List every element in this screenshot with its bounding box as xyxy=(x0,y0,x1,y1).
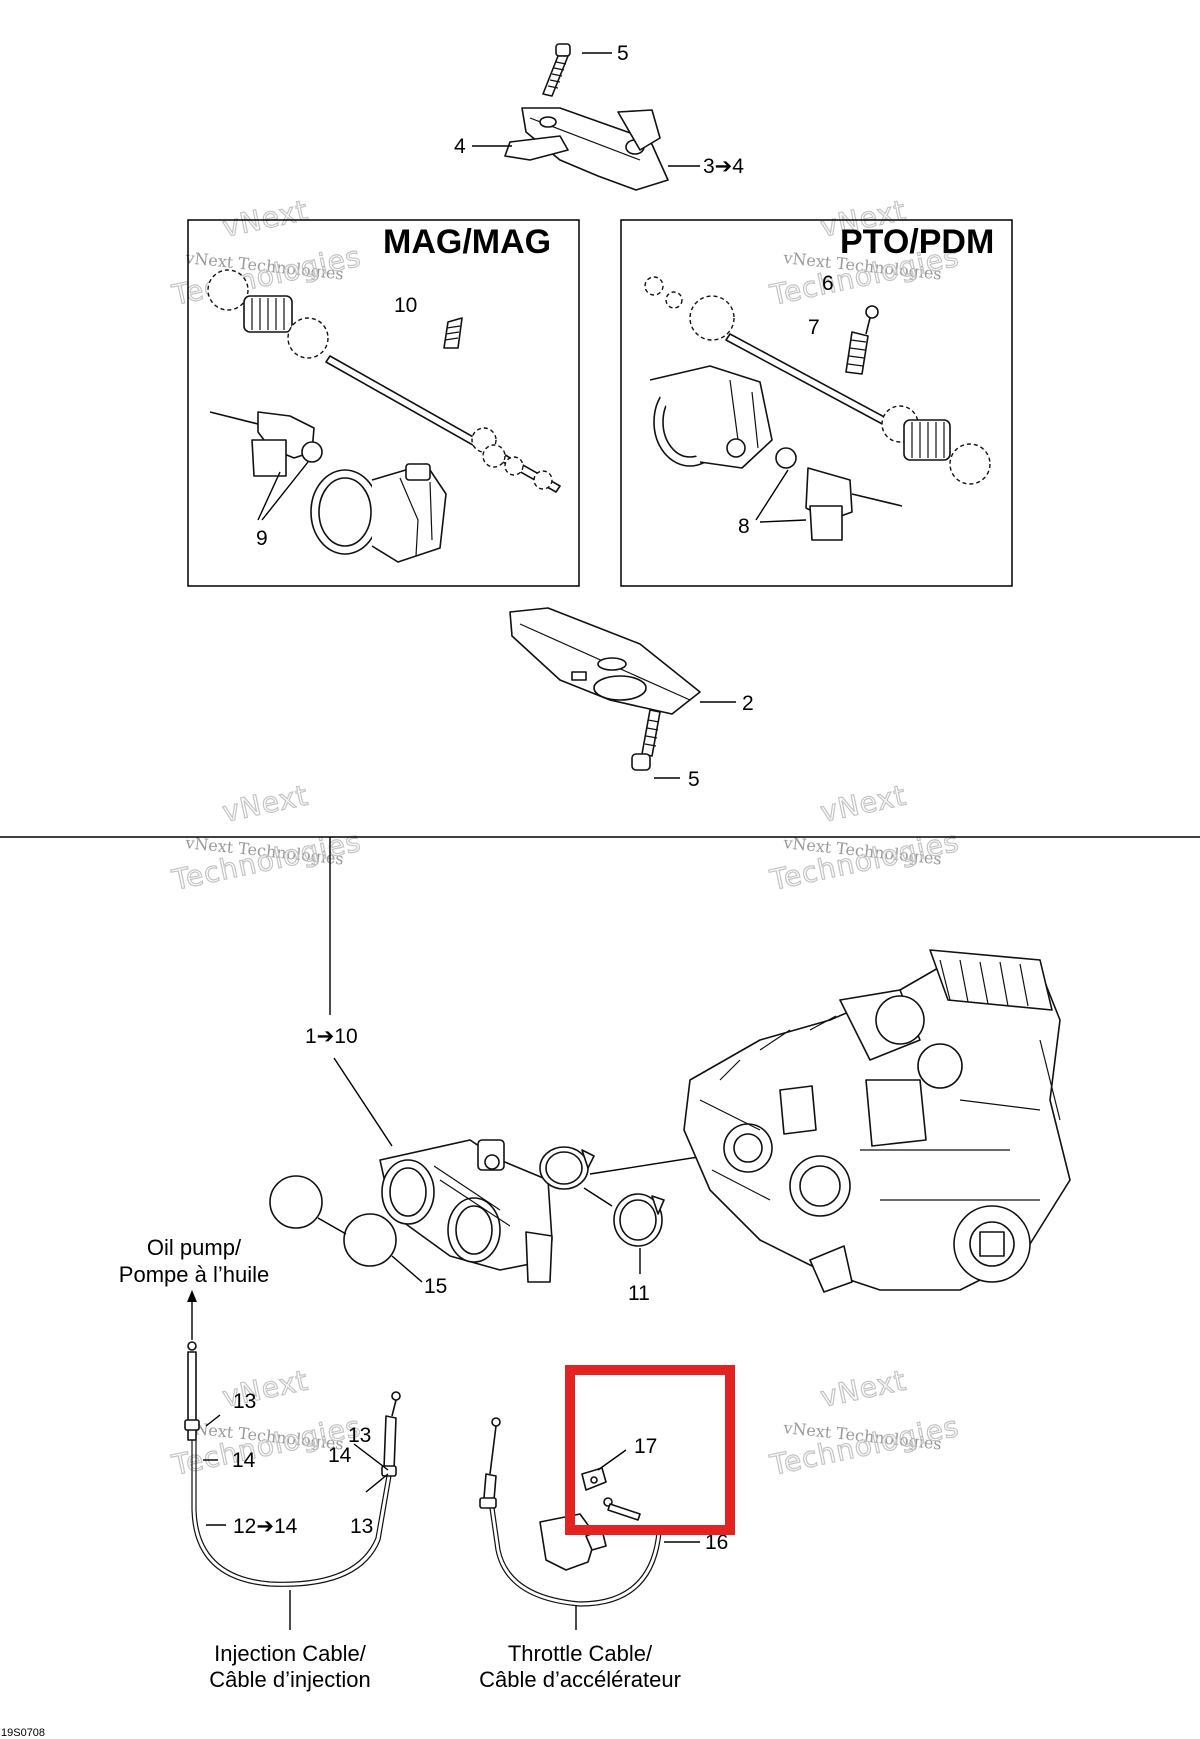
callout-11: 11 xyxy=(628,1282,650,1305)
washer-part xyxy=(533,470,553,490)
washer-part xyxy=(504,456,524,476)
bracket-hole xyxy=(593,675,647,701)
bolt-icon xyxy=(631,709,661,771)
leader-line xyxy=(353,1443,389,1471)
callout-17: 17 xyxy=(634,1435,657,1458)
clamp-icon xyxy=(539,1146,595,1190)
injection-cable xyxy=(184,1341,401,1587)
arrow-up-icon xyxy=(187,1290,197,1302)
sensor-icon xyxy=(775,447,903,541)
callout-9: 9 xyxy=(256,527,268,550)
bracket-tab xyxy=(571,671,587,681)
oil-pump-caption-line2: Pompe à l’huile xyxy=(119,1262,269,1287)
leader-line xyxy=(257,471,281,521)
seal-part xyxy=(343,1213,397,1267)
watermark-group: vNext vNext Technologies Technologies vN… xyxy=(168,193,963,1483)
callout-13-c: 13 xyxy=(350,1515,373,1538)
highlight-box xyxy=(565,1365,735,1535)
pto-panel-title: PTO/PDM xyxy=(840,223,994,261)
watermark: vNext vNext Technologies Technologies xyxy=(168,778,365,898)
clip-part xyxy=(504,135,569,161)
callout-12-to-14: 12➔14 xyxy=(233,1515,298,1538)
leader-line xyxy=(333,1057,393,1147)
leader-line xyxy=(759,519,807,523)
washer-part xyxy=(482,444,506,468)
callout-10: 10 xyxy=(394,294,417,317)
injection-cable-caption-line1: Injection Cable/ xyxy=(214,1641,367,1666)
callout-14-b: 14 xyxy=(328,1444,352,1467)
gear-part xyxy=(287,317,329,359)
gear-part xyxy=(207,269,249,311)
throttle-cable-caption-line2: Câble d’accélérateur xyxy=(479,1667,681,1692)
spring-part xyxy=(903,419,951,461)
watermark: vNext vNext Technologies Technologies xyxy=(766,778,963,898)
callout-1-to-10: 1➔10 xyxy=(305,1025,358,1048)
callout-5-lower: 5 xyxy=(688,768,700,791)
spring-coil xyxy=(911,422,945,458)
throttle-body-assembly xyxy=(379,1139,553,1283)
callout-13-a: 13 xyxy=(233,1390,256,1413)
watermark-text: vNext xyxy=(220,194,312,244)
washer-part xyxy=(665,291,683,309)
injection-cable-caption-line2: Câble d’injection xyxy=(209,1667,370,1692)
watermark-text: vNext xyxy=(220,779,312,829)
figure-code: 19S0708 xyxy=(1,1727,45,1739)
leader-line xyxy=(391,1255,423,1283)
leader-line xyxy=(317,1217,347,1235)
clip-hole xyxy=(539,116,557,128)
mag-panel: MAG/MAG 10 xyxy=(187,219,580,587)
callout-2: 2 xyxy=(742,692,754,715)
throttle-cable-caption-line1: Throttle Cable/ xyxy=(508,1641,653,1666)
callout-15: 15 xyxy=(424,1275,447,1298)
upper-bracket-assembly: 5 4 3➔4 xyxy=(454,42,744,191)
screw-icon xyxy=(865,305,879,335)
gear-part xyxy=(689,295,735,341)
callout-14-a: 14 xyxy=(232,1449,256,1472)
mag-panel-frame xyxy=(187,219,580,587)
spring-icon xyxy=(443,317,463,349)
callout-7: 7 xyxy=(808,316,820,339)
oil-pump-caption-line1: Oil pump/ xyxy=(147,1235,242,1260)
callout-13-b: 13 xyxy=(348,1424,371,1447)
bracket-bend xyxy=(617,109,661,151)
washer-part xyxy=(644,276,664,296)
watermark: vNext vNext Technologies Technologies xyxy=(766,1363,963,1483)
leader-line xyxy=(205,1414,221,1427)
mag-panel-title: MAG/MAG xyxy=(383,223,551,261)
watermark-text: vNext xyxy=(818,779,910,829)
bracket-hole xyxy=(597,657,627,671)
bolt-icon xyxy=(542,43,571,97)
leader-line xyxy=(755,469,789,521)
leader-line xyxy=(261,461,309,521)
callout-5: 5 xyxy=(617,42,629,65)
watermark-text: vNext xyxy=(818,1364,910,1414)
gear-part xyxy=(949,443,991,485)
pto-panel-frame xyxy=(620,219,1013,587)
callout-6: 6 xyxy=(822,272,834,295)
lower-bracket-assembly: 2 5 xyxy=(509,607,754,791)
throttle-body-icon xyxy=(649,365,773,469)
pto-panel: PTO/PDM 6 7 xyxy=(620,219,1013,587)
leader-line xyxy=(597,1449,627,1471)
leader-line xyxy=(365,1473,389,1493)
watermark: vNext vNext Technologies Technologies xyxy=(168,193,365,313)
spring-icon xyxy=(845,331,869,375)
clamp-icon xyxy=(613,1193,665,1247)
callout-4: 4 xyxy=(454,135,466,158)
sensor-icon xyxy=(209,411,323,477)
leader-line xyxy=(583,1187,613,1207)
engine-icon xyxy=(683,949,1071,1293)
callout-8: 8 xyxy=(738,515,750,538)
shaft-part xyxy=(325,355,561,493)
clip-icon xyxy=(581,1467,641,1521)
spring-coil xyxy=(251,298,285,330)
callout-16: 16 xyxy=(705,1531,728,1554)
throttle-body-icon xyxy=(310,463,447,563)
seal-part xyxy=(269,1175,323,1229)
callout-3-to-4: 3➔4 xyxy=(703,155,744,178)
